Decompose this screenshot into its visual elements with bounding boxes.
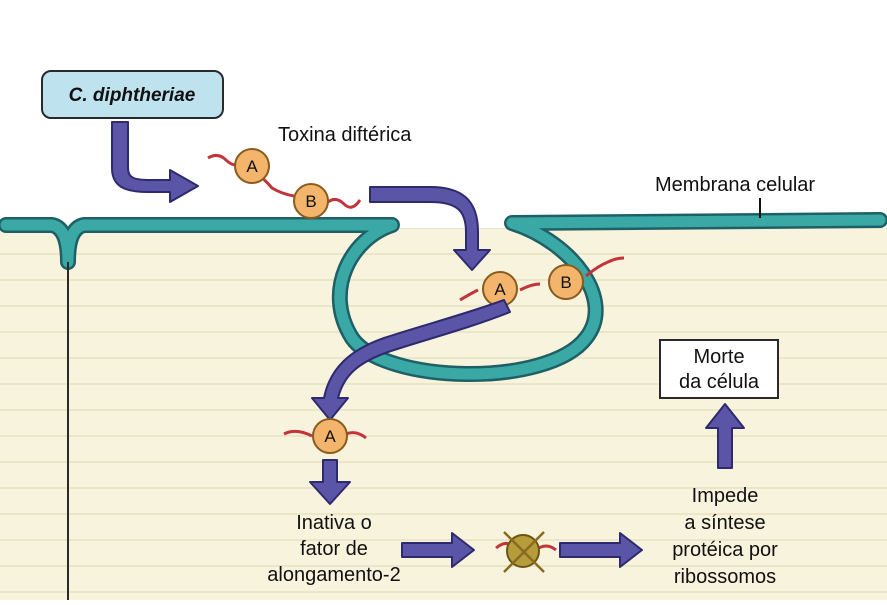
- outcome-line-1: Morte: [693, 346, 744, 368]
- subunit-a-label: A: [246, 157, 258, 176]
- effect-arrow: [559, 532, 643, 568]
- endosome-subunit-b: [548, 264, 584, 300]
- toxin-label: Toxina diftérica: [278, 124, 412, 146]
- up-arrow: [705, 403, 745, 469]
- organism-label-box: [41, 70, 224, 119]
- outcome-line-2: da célula: [679, 371, 760, 393]
- cross-line-2: [503, 531, 545, 573]
- outcome-box: [659, 339, 779, 399]
- inactivation-line-2: fator de: [300, 538, 368, 560]
- inactivation-line-1: Inativa o: [296, 512, 372, 534]
- effect-line-1: Impede: [692, 485, 759, 507]
- crossed-out-factor-icon: [495, 531, 557, 573]
- cytoplasm-subunit-a-label: A: [324, 427, 336, 446]
- inactivation-line-3: alongamento-2: [267, 564, 400, 586]
- cell-membrane-fill: [0, 214, 886, 380]
- endosome-subunit-b-label: B: [560, 273, 571, 292]
- effect-line-2: a síntese: [684, 512, 765, 534]
- effect-line-4: ribossomos: [674, 566, 776, 588]
- endosome-subunit-a-label: A: [494, 280, 506, 299]
- endosome-toxin-chain: [459, 256, 625, 302]
- endocytosis-arrow: [369, 186, 491, 271]
- effect-line-3: protéica por: [672, 539, 778, 561]
- subunit-b: [293, 183, 329, 219]
- secretion-arrow: [111, 121, 199, 203]
- endosome-toxin: A B: [459, 256, 625, 307]
- cytoplasm-subunit-a: [312, 418, 348, 454]
- membrane-label: Membrana celular: [655, 174, 815, 196]
- cytoplasm-texture: [0, 228, 887, 600]
- cytoplasm-subunit-a-group: A: [283, 418, 367, 454]
- release-arrow: [311, 299, 511, 421]
- down-arrow: [309, 459, 351, 505]
- toxin-chain: [207, 153, 362, 209]
- inactivation-arrow: [401, 532, 475, 568]
- free-toxin: A B: [207, 148, 362, 219]
- subunit-b-label: B: [305, 192, 316, 211]
- organism-label: C. diphtheriae: [69, 85, 196, 106]
- subunit-a: [234, 148, 270, 184]
